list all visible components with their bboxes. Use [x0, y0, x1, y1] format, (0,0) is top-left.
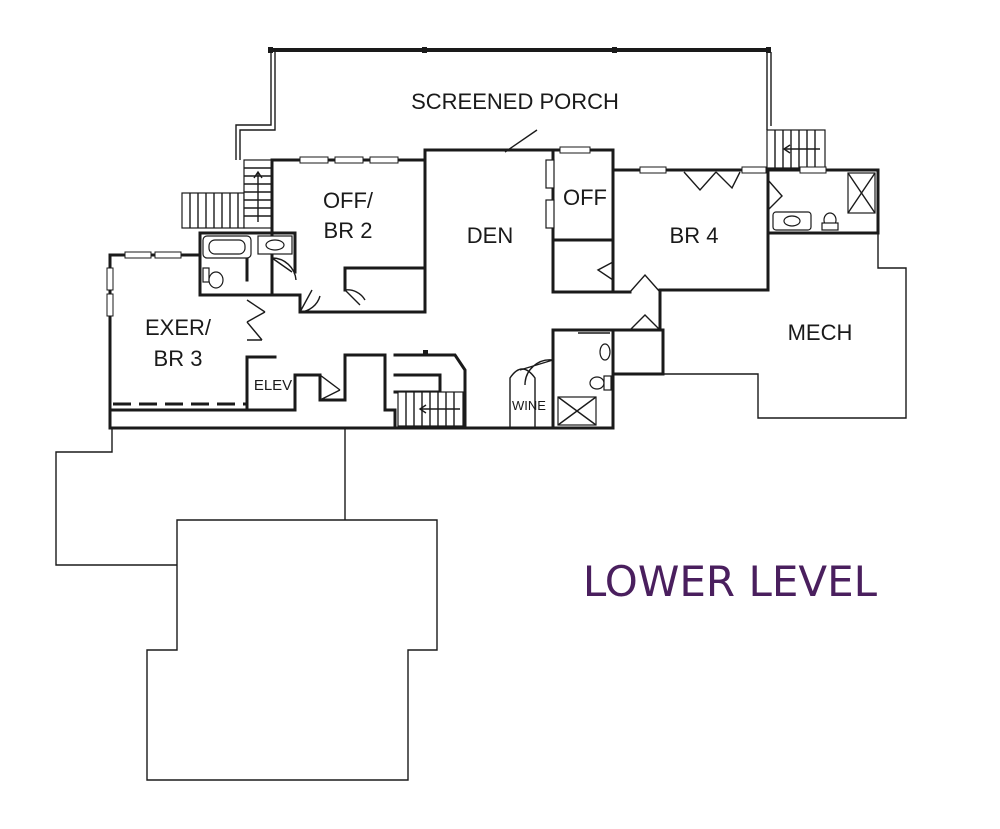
doors	[246, 159, 783, 401]
label-wine: WINE	[512, 398, 546, 413]
exterior-stair-left	[181, 159, 273, 229]
label-mech: MECH	[788, 320, 853, 345]
plan-title: LOWER LEVEL	[583, 557, 878, 606]
windows	[106, 146, 827, 317]
upper-footprint-outline	[55, 233, 907, 781]
label-exer-br3-line1: EXER/	[145, 315, 212, 340]
label-off: OFF	[563, 185, 607, 210]
label-screened-porch: SCREENED PORCH	[411, 89, 619, 114]
label-elev: ELEV	[254, 377, 292, 394]
label-off-br2-line1: OFF/	[323, 188, 374, 213]
fixtures	[202, 172, 876, 426]
wine-nook	[509, 368, 536, 428]
screened-porch	[235, 47, 772, 160]
label-off-br2-line2: BR 2	[324, 218, 373, 243]
exterior-walls	[108, 148, 880, 430]
interior-stair	[397, 350, 464, 427]
label-exer-br3-line2: BR 3	[154, 346, 203, 371]
label-br4: BR 4	[670, 223, 719, 248]
label-den: DEN	[467, 223, 513, 248]
exterior-stair-right	[766, 129, 826, 169]
